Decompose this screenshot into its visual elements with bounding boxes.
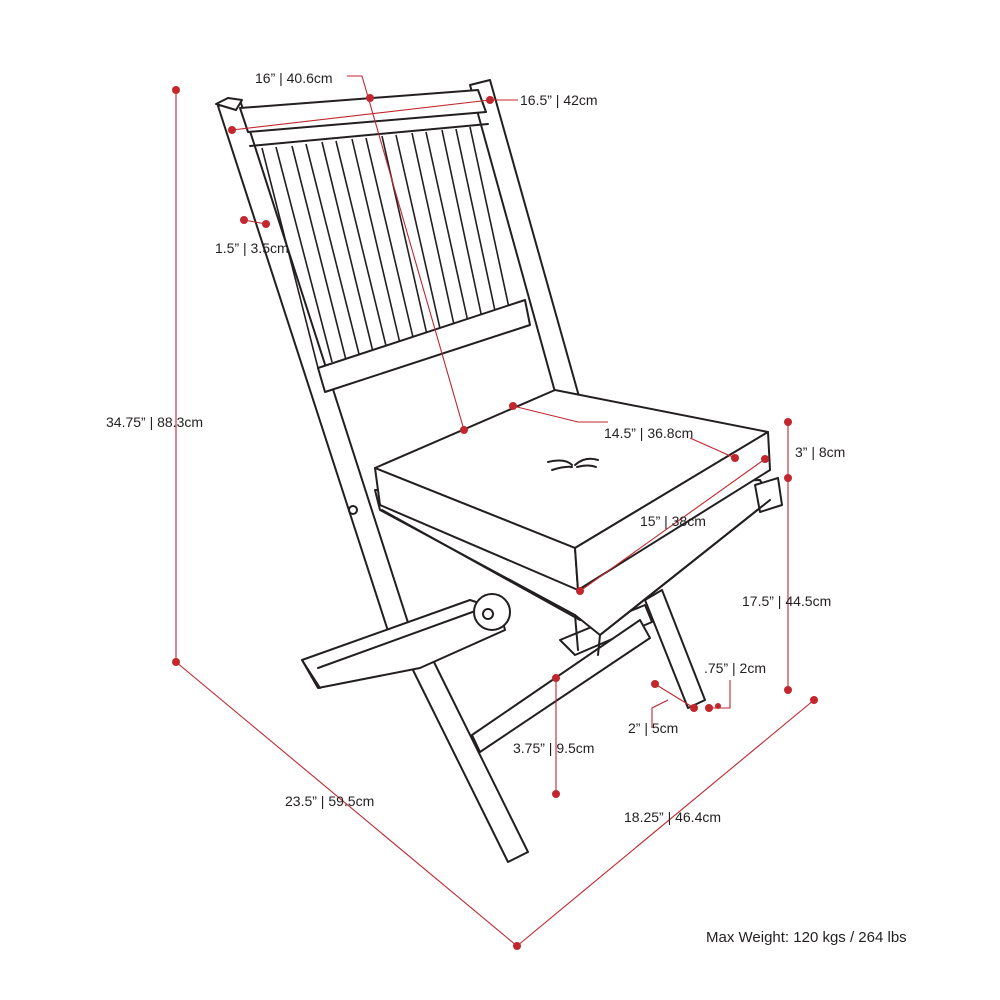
label-cushion-thickness: 3” | 8cm (795, 444, 845, 460)
seat-cushion (374, 389, 771, 591)
backrest-lower-rail (317, 299, 531, 393)
label-leg-thickness: .75” | 2cm (704, 660, 766, 676)
label-seat-height: 17.5” | 44.5cm (742, 593, 831, 609)
label-backrest-top-width: 16” | 40.6cm (255, 70, 333, 86)
label-cushion-depth: 15” | 38cm (640, 513, 706, 529)
chair-illustration (215, 79, 783, 863)
backrest-top-rail (239, 89, 489, 147)
label-leg-width: 2” | 5cm (628, 720, 678, 736)
label-stretcher-height: 3.75” | 9.5cm (513, 740, 594, 756)
label-overall-height: 34.75” | 88.3cm (106, 414, 203, 430)
label-back-frame-width: 1.5” | 3.5cm (215, 240, 289, 256)
backrest-slats (261, 126, 515, 369)
dimension-lines (172, 75, 818, 950)
back-left-upright (215, 97, 421, 669)
label-overall-depth: 23.5” | 59.5cm (285, 793, 374, 809)
label-overall-width-top: 16.5” | 42cm (520, 92, 598, 108)
dimension-labels: 16” | 40.6cm 16.5” | 42cm 1.5” | 3.5cm 3… (106, 70, 907, 946)
label-cushion-width: 14.5” | 36.8cm (604, 425, 693, 441)
label-overall-width-base: 18.25” | 46.4cm (624, 809, 721, 825)
back-right-upright (469, 79, 581, 411)
folding-hinge-arm (301, 593, 511, 689)
max-weight-note: Max Weight: 120 kgs / 264 lbs (706, 929, 907, 946)
